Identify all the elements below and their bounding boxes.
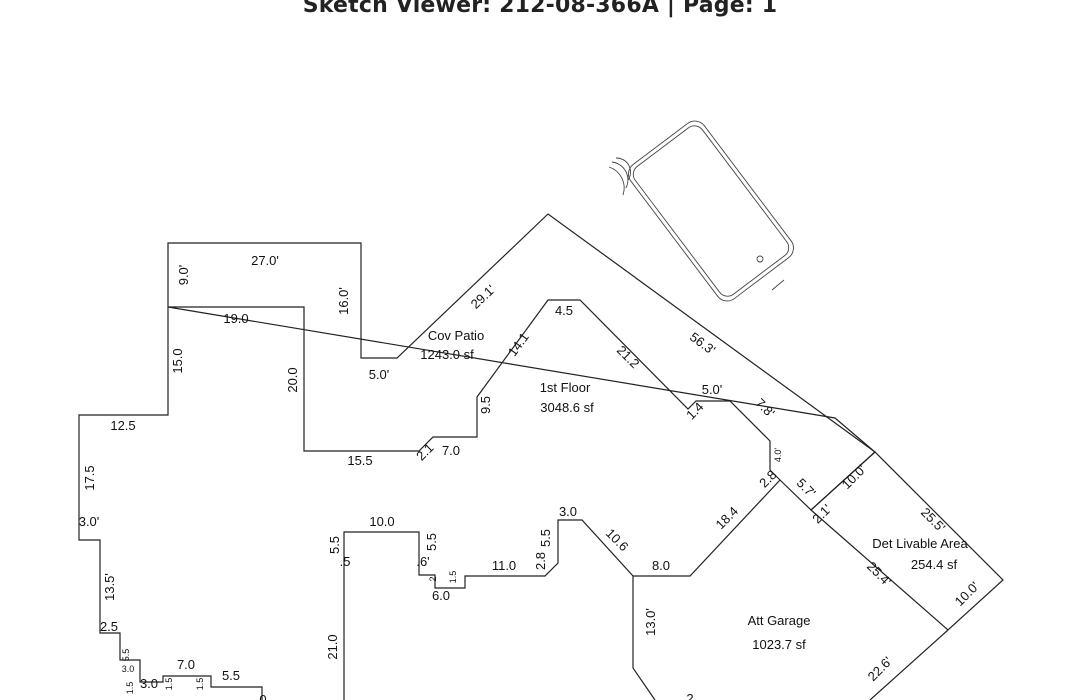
dimension-label: 3.0 — [140, 676, 158, 691]
dimension-label: 10.0' — [952, 579, 982, 609]
dimension-label: 25.5' — [918, 505, 948, 535]
dimension-label: 9.0' — [176, 265, 191, 286]
first-floor-label: 1st Floor — [540, 380, 591, 395]
dimension-label: 21.2 — [614, 343, 643, 372]
dimension-label: 25.4' — [864, 559, 894, 589]
att-garage-size: 1023.7 sf — [752, 637, 806, 652]
dimension-label: 10.6 — [603, 526, 632, 555]
dimension-label: 5.5 — [327, 536, 342, 554]
att-garage-label: Att Garage — [748, 613, 811, 628]
dimension-label: 17.5 — [82, 465, 97, 490]
dimension-label: 7.0 — [442, 443, 460, 458]
dimension-label: 20.0 — [285, 367, 300, 392]
dimension-label: 18.4 — [713, 504, 742, 533]
dimension-label: 7.0 — [177, 657, 195, 672]
dimension-label: 10.0 — [369, 514, 394, 529]
dimension-label: 5.5 — [222, 668, 240, 683]
dimension-label: 3.0' — [79, 514, 100, 529]
dimension-label: 1.5 — [125, 682, 135, 695]
dimension-label: 3.0 — [559, 504, 577, 519]
dimension-label: 13.0' — [643, 608, 658, 636]
dimension-label: 3.0 — [122, 664, 135, 674]
dimension-label: 56.3' — [687, 329, 718, 357]
cov-patio-label: Cov Patio — [428, 328, 484, 343]
dimension-label: 27.0' — [251, 253, 279, 268]
det-livable-size: 254.4 sf — [911, 557, 958, 572]
dimension-label: 2.1 — [413, 440, 436, 463]
first-floor-size: 3048.6 sf — [540, 400, 594, 415]
dimension-label: 6.0 — [432, 588, 450, 603]
dimension-label: 8.0 — [652, 558, 670, 573]
dimension-label: 15.0 — [170, 348, 185, 373]
dimension-label: 5.5 — [424, 533, 439, 551]
dimension-label: 5.0' — [702, 382, 723, 397]
dimension-label: 2.1' — [809, 501, 834, 526]
dimension-label: 5.5 — [121, 649, 131, 662]
cov-patio-size: 1243.0 sf — [420, 347, 474, 362]
dimension-label: 5.0' — [369, 367, 390, 382]
cov-patio-outline — [167, 213, 876, 453]
dimension-label: 11.0 — [492, 558, 516, 573]
dimension-label: 4.0' — [773, 448, 783, 463]
dimension-label: 22.6' — [865, 654, 895, 684]
dimension-label: 1.4 — [683, 399, 706, 422]
dimension-label: 2 — [686, 691, 693, 700]
garage-front-outline — [633, 479, 781, 577]
dimension-label: 2.8 — [533, 552, 548, 570]
dimension-label: 19.0 — [223, 311, 248, 326]
dimension-label: .5 — [340, 554, 351, 569]
dimension-label: .6' — [416, 554, 429, 569]
dimension-label: 1.5 — [448, 571, 458, 584]
dimension-label: 21.0 — [325, 634, 340, 659]
dimension-label: 2 — [428, 576, 438, 581]
dimension-label: 2.5 — [100, 619, 118, 634]
dimension-label: 10.0' — [839, 462, 869, 492]
dimension-label: 14.1 — [505, 330, 532, 359]
dimension-label: 13.5' — [102, 573, 117, 601]
dimension-label: 1.5 — [164, 678, 174, 691]
west-wing-outline — [78, 307, 263, 700]
det-livable-outline — [810, 451, 1004, 631]
dimension-label: 2.8 — [756, 467, 779, 490]
det-livable-label: Det Livable Area — [872, 536, 968, 551]
dimension-label: 9.5 — [478, 396, 493, 414]
garage-outline — [343, 519, 656, 700]
garage-east-wall — [869, 629, 949, 700]
dimension-label: 16.0' — [336, 287, 351, 315]
dimension-label: 1.5 — [195, 678, 205, 691]
pool-icon — [608, 120, 794, 302]
dimension-label: 7.8' — [753, 395, 778, 420]
dimension-label: 5.5 — [538, 529, 553, 547]
dimension-label: 4.5 — [555, 303, 573, 318]
viewer-title: Sketch Viewer: 212-08-366A | Page: 1 — [302, 0, 778, 18]
dimension-label: 12.5 — [110, 418, 135, 433]
dimension-label: 15.5 — [347, 453, 372, 468]
dimension-label: 0 — [259, 692, 266, 700]
